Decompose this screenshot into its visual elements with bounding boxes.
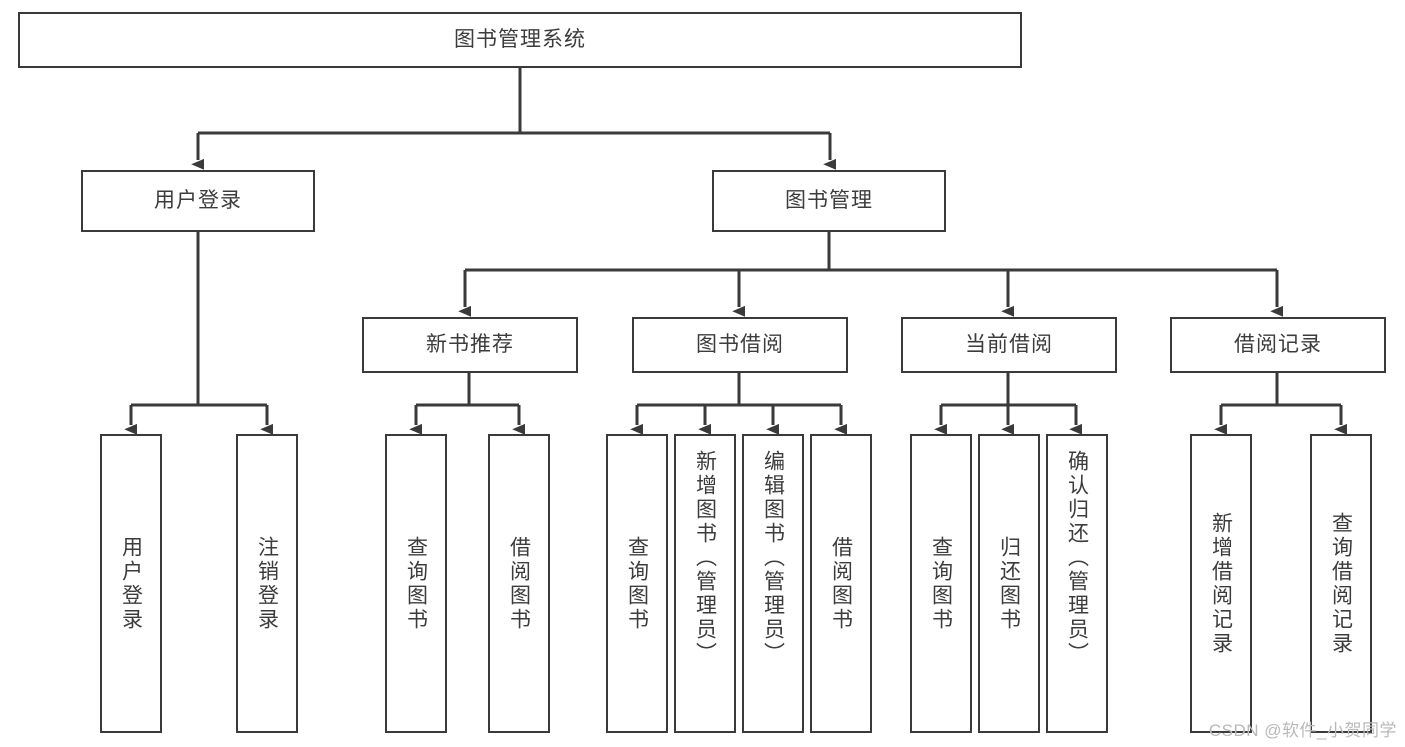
node-user-login[interactable]: 用户登录 <box>81 170 315 232</box>
leaf-query-borrow-record-label: 查询借阅记录 <box>1329 511 1353 656</box>
leaf-edit-book-admin-label: 编辑图书（管理员） <box>761 450 785 666</box>
leaf-user-logout-label: 注销登录 <box>255 535 279 632</box>
leaf-query-book-borrow[interactable]: 查询图书 <box>606 434 668 733</box>
leaf-query-book-new[interactable]: 查询图书 <box>385 434 447 733</box>
node-root-label: 图书管理系统 <box>454 27 586 51</box>
node-current-borrow-label: 当前借阅 <box>965 332 1053 356</box>
leaf-return-book[interactable]: 归还图书 <box>978 434 1040 733</box>
leaf-query-borrow-record[interactable]: 查询借阅记录 <box>1310 434 1372 733</box>
leaf-query-book-new-label: 查询图书 <box>404 535 428 632</box>
leaf-borrow-book-label: 借阅图书 <box>829 535 853 632</box>
node-new-book-recommend[interactable]: 新书推荐 <box>362 317 578 373</box>
node-book-borrow[interactable]: 图书借阅 <box>632 317 848 373</box>
leaf-add-borrow-record[interactable]: 新增借阅记录 <box>1190 434 1252 733</box>
leaf-confirm-return-admin[interactable]: 确认归还（管理员） <box>1046 434 1108 733</box>
leaf-query-book-current[interactable]: 查询图书 <box>910 434 972 733</box>
node-book-management-label: 图书管理 <box>785 188 873 212</box>
node-current-borrow[interactable]: 当前借阅 <box>901 317 1117 373</box>
leaf-query-book-borrow-label: 查询图书 <box>625 535 649 632</box>
leaf-add-book-admin-label: 新增图书（管理员） <box>693 450 717 666</box>
leaf-user-login[interactable]: 用户登录 <box>100 434 162 733</box>
leaf-user-logout[interactable]: 注销登录 <box>236 434 298 733</box>
node-borrow-records-label: 借阅记录 <box>1234 332 1322 356</box>
node-book-management[interactable]: 图书管理 <box>712 170 946 232</box>
node-book-borrow-label: 图书借阅 <box>696 332 784 356</box>
leaf-add-borrow-record-label: 新增借阅记录 <box>1209 511 1233 656</box>
leaf-confirm-return-admin-label: 确认归还（管理员） <box>1065 450 1089 666</box>
node-borrow-records[interactable]: 借阅记录 <box>1170 317 1386 373</box>
leaf-return-book-label: 归还图书 <box>997 535 1021 632</box>
node-user-login-label: 用户登录 <box>154 188 242 212</box>
leaf-edit-book-admin[interactable]: 编辑图书（管理员） <box>742 434 804 733</box>
leaf-user-login-label: 用户登录 <box>119 535 143 632</box>
leaf-borrow-book-new[interactable]: 借阅图书 <box>488 434 550 733</box>
watermark: CSDN @软件_小贺同学 <box>1208 721 1397 740</box>
leaf-add-book-admin[interactable]: 新增图书（管理员） <box>674 434 736 733</box>
leaf-query-book-current-label: 查询图书 <box>929 535 953 632</box>
node-root[interactable]: 图书管理系统 <box>18 12 1022 68</box>
leaf-borrow-book-new-label: 借阅图书 <box>507 535 531 632</box>
leaf-borrow-book[interactable]: 借阅图书 <box>810 434 872 733</box>
node-new-book-recommend-label: 新书推荐 <box>426 332 514 356</box>
